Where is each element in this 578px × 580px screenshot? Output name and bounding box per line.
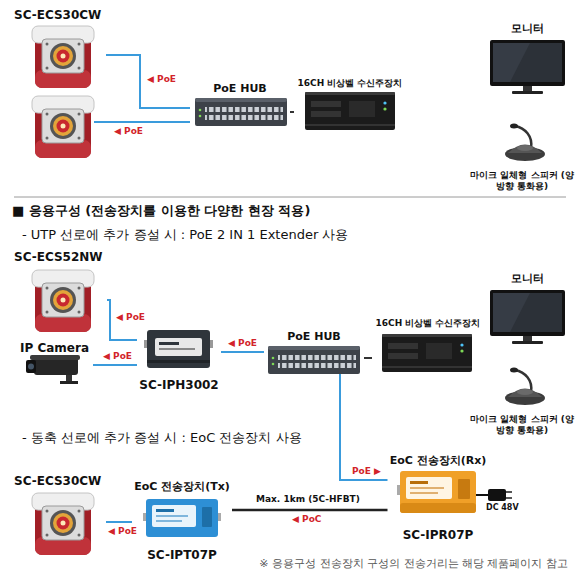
device-label: SC-ECS30CW [14,8,101,22]
section-heading: ■ 응용구성 (전송장치를 이용한 다양한 현장 적용) [12,203,310,219]
device-label: 마이크 일체형 스피커 (양방향 통화용) [470,414,574,436]
model-label: SC-IPT07P [147,548,217,562]
speaker-illustration [505,368,545,406]
poe-wire [94,121,190,123]
device-label: PoE HUB [287,330,341,343]
device-label: 모니터 [511,272,544,285]
device-node: 16CH 비상벨 수신주장치 [294,78,406,132]
device-node: SC-ECS30CW [14,8,106,90]
device-label: 16CH 비상벨 수신주장치 [376,318,481,329]
signal-label: ◀ PoE [114,126,143,137]
extender-illustration [144,330,213,368]
device-label: PoE HUB [213,82,267,95]
camera-illustration [32,493,94,555]
device-node: 마이크 일체형 스피커 (양방향 통화용) [468,362,576,436]
footnote: ※ 응용구성 전송장치 구성의 전송거리는 해당 제품페이지 참고 [259,557,568,570]
sub-heading: - 동축 선로에 추가 증설 시 : EoC 전송장치 사용 [22,430,302,446]
connector [340,374,388,480]
hub-illustration [268,346,360,374]
dc-plug-pin [506,497,512,499]
eoc-tx-illustration [143,499,221,537]
connector [93,364,137,366]
power-label: DC 48V [486,503,519,513]
eoc-rx-illustration [397,471,476,513]
signal-label: ◀ PoE [145,74,178,85]
dc-plug-pin [506,491,512,493]
device-node: SC-ECS52NW [14,250,107,336]
device-node: EoC 전송장치(Tx) SC-IPT07P [132,480,232,562]
device-node: PoE HUB [190,82,290,130]
device-node: EoC 전송장치(Rx) SC-IPR07P [388,454,489,542]
recorder-illustration [382,334,472,372]
sub-heading: - UTP 선로에 추가 증설 시 : PoE 2 IN 1 Extender … [22,227,348,243]
device-label: SC-IPH3002 [139,378,218,392]
connector [364,357,372,359]
device-node: SC-ECS30CW [14,474,106,558]
device-node: IP Camera [20,341,93,389]
camera-illustration [32,96,94,158]
monitor-illustration [490,40,565,94]
device-label: IP Camera [20,341,89,355]
connector [290,111,294,113]
section-divider [14,197,566,198]
device-label: SC-ECS52NW [14,250,103,264]
device-node: PoE HUB [264,330,364,374]
device-label: 마이크 일체형 스피커 (양방향 통화용) [470,170,574,192]
signal-label: ◀ PoC [290,514,323,525]
connector [106,521,132,523]
hub-illustration [195,98,287,126]
connector [106,55,190,108]
signal-label: PoE ▶ [350,466,383,477]
monitor-illustration [490,290,565,344]
ip-camera-illustration [26,355,80,384]
power-wire [476,494,488,496]
speaker-illustration [505,124,545,162]
device-label: EoC 전송장치(Rx) [390,454,487,467]
device-label: 16CH 비상벨 수신주장치 [298,78,403,89]
device-node: SC-IPH3002 [137,328,221,392]
signal-label: ◀ PoE [114,312,147,323]
camera-illustration [32,270,94,332]
connector [232,509,388,512]
recorder-illustration [305,92,395,130]
device-node: 16CH 비상벨 수신주장치 [372,318,484,382]
dc-plug [488,489,506,501]
device-label: 모니터 [511,22,544,35]
connector [221,351,264,353]
device-label: SC-ECS30CW [14,474,101,488]
signal-label: ◀ PoE [226,338,259,349]
device-node: 마이크 일체형 스피커 (양방향 통화용) [468,118,576,192]
camera-illustration [32,26,94,88]
signal-label: ◀ PoE [106,526,139,537]
cable-spec: Max. 1km (5C-HFBT) [256,494,360,505]
device-label: EoC 전송장치(Tx) [134,480,230,493]
model-label: SC-IPR07P [403,528,474,542]
device-node: 모니터 [484,272,570,342]
signal-label: ◀ PoE [101,351,134,362]
device-node: 모니터 [484,22,570,94]
